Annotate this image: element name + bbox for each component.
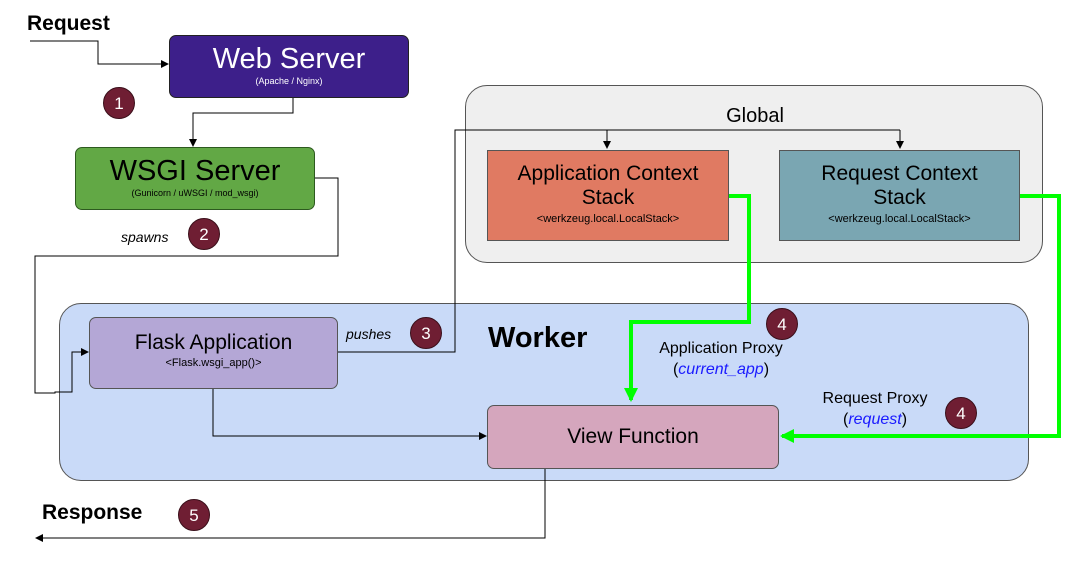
request-proxy-label: Request Proxy (request): [805, 388, 945, 430]
flask-application-box: Flask Application <Flask.wsgi_app()>: [89, 317, 338, 389]
wsgi-server-subtitle: (Gunicorn / uWSGI / mod_wsgi): [131, 188, 259, 198]
wsgi-to-flask-arrow: [34, 177, 339, 394]
application-proxy-name-line: (current_app): [640, 359, 802, 380]
spawns-label: spawns: [121, 229, 169, 245]
web-server-box: Web Server (Apache / Nginx): [169, 35, 409, 98]
app-context-stack-box: Application Context Stack <werkzeug.loca…: [487, 150, 729, 241]
req-proxy-line: [780, 194, 1061, 443]
flask-app-title: Flask Application: [134, 331, 293, 354]
app-context-title-line1: Application Context: [517, 162, 699, 185]
current-app-name: current_app: [678, 361, 764, 378]
step-badge-4-req: 4: [945, 397, 977, 429]
wsgi-server-box: WSGI Server (Gunicorn / uWSGI / mod_wsgi…: [75, 147, 315, 210]
push-line: [338, 129, 900, 353]
request-arrow: [30, 40, 169, 68]
step-badge-1: 1: [103, 87, 135, 119]
req-proxy-open-paren: (: [842, 411, 849, 428]
app-context-title-line2: Stack: [581, 186, 635, 209]
application-proxy-label: Application Proxy (current_app): [640, 338, 802, 380]
request-name: request: [848, 411, 902, 428]
req-context-stack-box: Request Context Stack <werkzeug.local.Lo…: [779, 150, 1020, 241]
app-context-subtitle: <werkzeug.local.LocalStack>: [536, 213, 680, 225]
flask-app-subtitle: <Flask.wsgi_app()>: [165, 357, 262, 369]
wsgi-server-title: WSGI Server: [109, 155, 281, 187]
app-proxy-close-paren: ): [763, 361, 770, 378]
request-label: Request: [27, 12, 110, 35]
view-function-title: View Function: [567, 425, 699, 448]
response-arrow: [35, 469, 546, 542]
response-label: Response: [42, 501, 143, 524]
req-context-subtitle: <werkzeug.local.LocalStack>: [828, 213, 971, 225]
request-proxy-text: Request Proxy: [822, 390, 928, 407]
req-context-title-line1: Request Context: [821, 162, 978, 185]
req-proxy-close-paren: ): [901, 411, 908, 428]
web-server-subtitle: (Apache / Nginx): [255, 76, 323, 86]
app-proxy-line: [624, 194, 751, 402]
view-function-box: View Function: [487, 405, 779, 469]
application-proxy-text: Application Proxy: [659, 340, 783, 357]
step-badge-2: 2: [188, 218, 220, 250]
web-server-title: Web Server: [212, 43, 366, 75]
request-proxy-name-line: (request): [805, 409, 945, 430]
app-proxy-open-paren: (: [672, 361, 679, 378]
step-badge-4-app: 4: [766, 308, 798, 340]
global-title: Global: [726, 105, 784, 127]
worker-title: Worker: [488, 322, 588, 354]
flask-to-view-arrow: [212, 389, 487, 440]
pushes-label: pushes: [346, 326, 392, 342]
step-badge-5: 5: [178, 499, 210, 531]
req-context-title-line2: Stack: [873, 186, 926, 209]
step-badge-3: 3: [410, 317, 442, 349]
web-to-wsgi-arrow: [189, 98, 294, 147]
